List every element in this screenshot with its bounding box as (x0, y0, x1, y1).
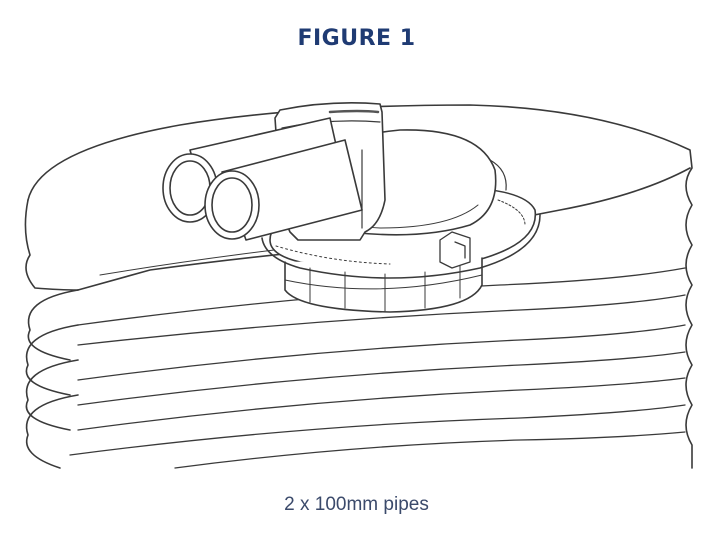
pipe-2 (204, 139, 363, 241)
figure-caption: 2 x 100mm pipes (284, 494, 429, 515)
tank-ribs-left (25, 289, 79, 469)
tank-top-band (27, 104, 693, 469)
tank-riser-illustration (24, 102, 693, 469)
figure-title: FIGURE 1 (297, 26, 416, 51)
